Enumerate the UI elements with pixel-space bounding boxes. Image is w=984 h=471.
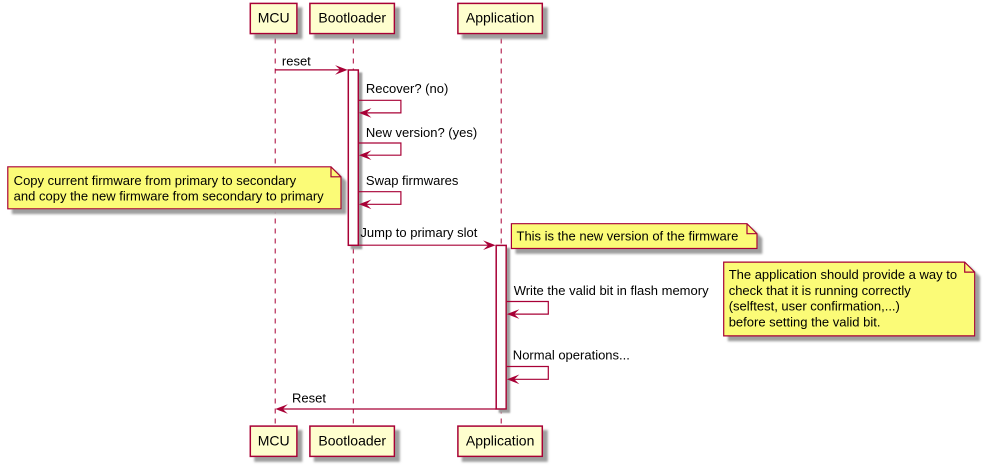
svg-text:reset: reset: [282, 53, 311, 68]
svg-text:Copy current firmware from pri: Copy current firmware from primary to se…: [14, 173, 297, 188]
svg-text:MCU: MCU: [258, 10, 290, 26]
svg-text:Write the valid bit in flash m: Write the valid bit in flash memory: [514, 283, 709, 298]
svg-text:(selftest, user confirmation,.: (selftest, user confirmation,...): [729, 299, 900, 314]
svg-text:MCU: MCU: [258, 432, 290, 448]
svg-text:Normal operations...: Normal operations...: [513, 347, 630, 362]
svg-text:Reset: Reset: [292, 390, 326, 405]
svg-text:Bootloader: Bootloader: [318, 432, 386, 448]
svg-text:New version? (yes): New version? (yes): [366, 125, 477, 140]
svg-text:before setting the valid bit.: before setting the valid bit.: [729, 314, 881, 329]
svg-text:and copy the new firmware from: and copy the new firmware from secondary…: [14, 188, 324, 203]
svg-text:Recover? (no): Recover? (no): [366, 81, 448, 96]
svg-text:Bootloader: Bootloader: [318, 10, 386, 26]
svg-text:Swap firmwares: Swap firmwares: [366, 173, 459, 188]
svg-text:Application: Application: [466, 432, 535, 448]
svg-text:This is the new version of the: This is the new version of the firmware: [517, 228, 739, 243]
svg-text:The application should provide: The application should provide a way to: [729, 267, 957, 282]
svg-text:check that it is running corre: check that it is running correctly: [729, 283, 912, 298]
svg-text:Jump to primary slot: Jump to primary slot: [360, 225, 477, 240]
svg-text:Application: Application: [466, 10, 535, 26]
